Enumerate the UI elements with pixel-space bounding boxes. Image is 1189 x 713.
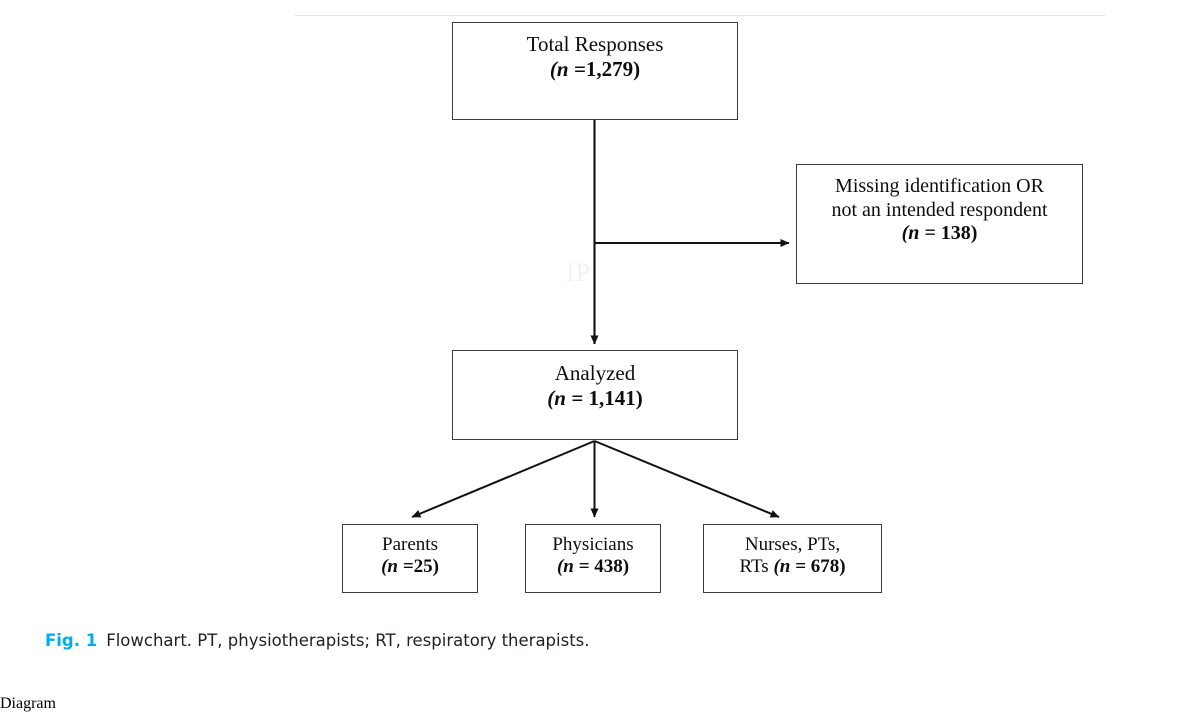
n-symbol: (n = [547,385,589,410]
node-missing-identification: Missing identification OR not an intende… [796,164,1083,284]
n-symbol: (n = [901,222,941,245]
n-value: 1,279 [585,56,634,81]
node-parents: Parents (n =25) [342,524,478,593]
node-physicians: Physicians (n = 438) [525,524,661,593]
node-total-responses: Total Responses (n =1,279) [452,22,738,120]
node-physicians-count: (n = 438) [526,556,660,578]
n-close-paren: ) [432,556,439,578]
figure-caption: Fig. 1 Flowchart. PT, physiotherapists; R… [45,631,590,650]
n-close-paren: ) [622,556,630,578]
n-close-paren: ) [839,556,846,578]
n-value: 1,141 [588,385,636,410]
n-close-paren: ) [633,56,641,81]
watermark-ghost: IP [566,258,592,287]
node-physicians-label: Physicians [552,534,634,555]
node-nurses-line1: Nurses, PTs, [744,534,841,555]
flow-connectors [411,120,790,518]
node-missing-line2: not an intended respondent [831,198,1048,221]
node-parents-count: (n =25) [343,556,477,578]
node-total-responses-label: Total Responses [526,32,664,56]
node-nurses-pts-rts: Nurses, PTs, RTs (n = 678) [703,524,882,593]
node-nurses-line2: RTs (n = 678) [704,556,881,578]
node-analyzed-count: (n = 1,141) [453,386,737,411]
node-missing-count: (n = 138) [797,222,1082,246]
n-value: 438 [594,556,623,578]
node-parents-label: Parents [382,534,438,555]
n-close-paren: ) [970,222,978,245]
arrow-analyzed-to-parents [411,440,595,518]
node-total-responses-count: (n =1,279) [453,57,737,82]
n-symbol: (n = [773,556,811,578]
node-missing-line1: Missing identification OR [835,175,1044,197]
n-value: 138 [940,222,971,245]
figure-container: IP Total Responses (n =1,279) Missing id… [45,15,1105,650]
node-analyzed-label: Analyzed [554,361,636,385]
n-symbol: (n = [556,556,595,578]
n-value: 678 [810,556,840,578]
figure-caption-text: Flowchart. PT, physiotherapists; RT, res… [106,631,590,650]
figure-number-label: Fig. 1 [45,631,98,650]
arrow-analyzed-to-nurses [594,440,780,518]
n-value: 25 [413,556,433,578]
page-rule-divider [295,15,1105,16]
node-nurses-rts-label: RTs [739,556,774,578]
n-close-paren: ) [635,385,643,410]
n-symbol: (n = [381,556,414,578]
node-analyzed: Analyzed (n = 1,141) [452,350,738,440]
n-symbol: (n = [549,56,586,81]
